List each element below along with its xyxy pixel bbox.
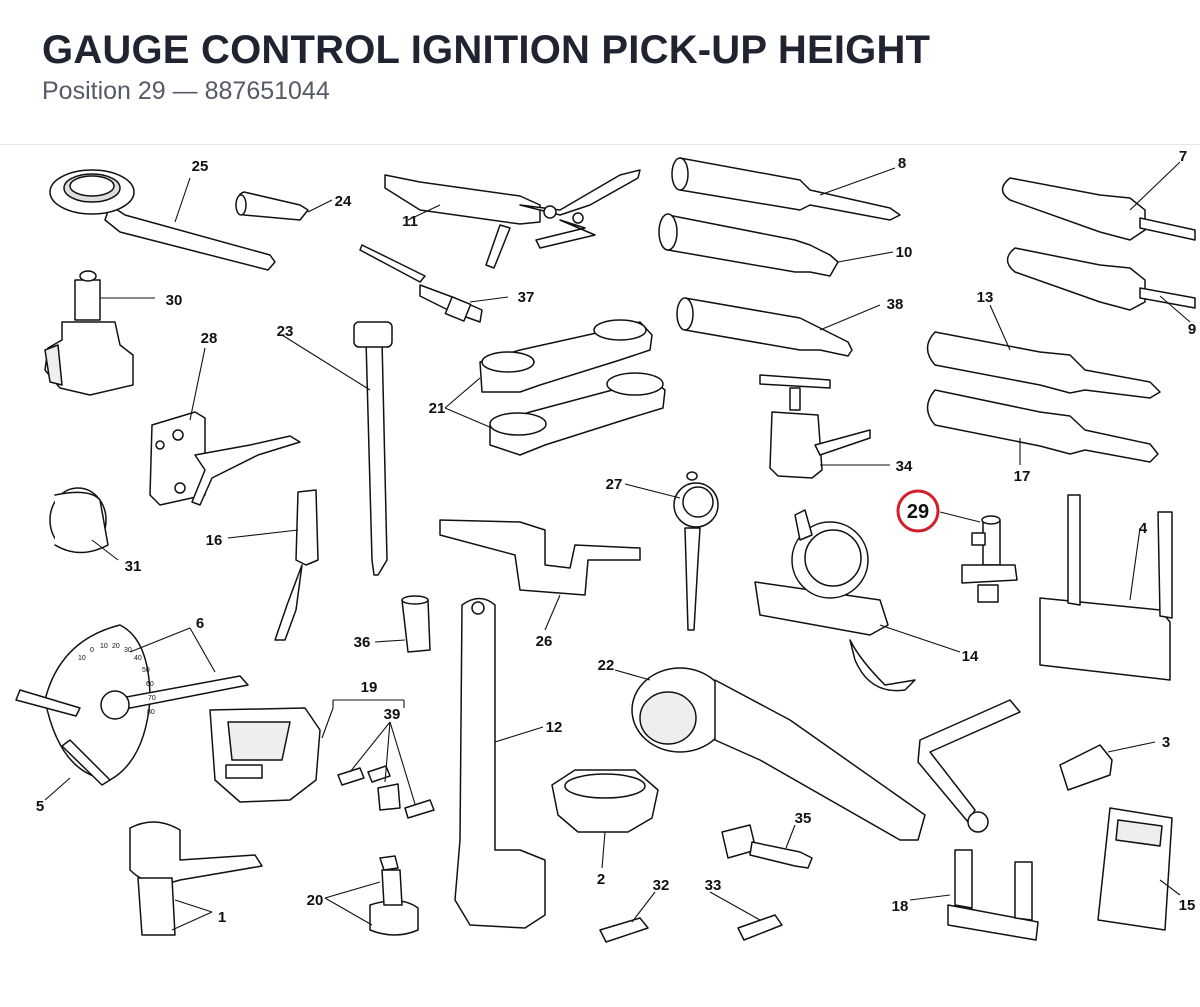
position-label: Position 29 bbox=[42, 77, 166, 105]
callout-22[interactable]: 22 bbox=[598, 657, 615, 674]
tool-3-crank[interactable] bbox=[917, 699, 1113, 833]
scale-mark: 60 bbox=[146, 681, 154, 688]
tool-19-gauge-housing[interactable] bbox=[209, 707, 321, 803]
callout-38[interactable]: 38 bbox=[887, 296, 904, 313]
tool-37-sensor[interactable] bbox=[359, 244, 483, 323]
tool-17-shaft[interactable] bbox=[926, 389, 1159, 463]
header: GAUGE CONTROL IGNITION PICK-UP HEIGHT Po… bbox=[0, 0, 1200, 145]
tool-26-bracket[interactable] bbox=[439, 519, 641, 596]
callout-10[interactable]: 10 bbox=[896, 244, 913, 261]
callout-8[interactable]: 8 bbox=[898, 155, 906, 172]
tool-39-small-parts[interactable] bbox=[337, 765, 435, 819]
tool-24-pin[interactable] bbox=[235, 191, 309, 221]
callout-16[interactable]: 16 bbox=[206, 532, 223, 549]
tool-8-cylinder[interactable] bbox=[671, 157, 901, 221]
tool-12-lever[interactable] bbox=[454, 597, 546, 929]
callout-2[interactable]: 2 bbox=[597, 871, 605, 888]
tool-9-shaft[interactable] bbox=[1006, 247, 1196, 311]
scale-mark: 50 bbox=[142, 667, 150, 674]
tool-1-socket-spanner[interactable] bbox=[129, 821, 263, 936]
tool-15-meter[interactable] bbox=[1097, 807, 1173, 931]
highlight-ring bbox=[896, 489, 940, 533]
callout-27[interactable]: 27 bbox=[606, 476, 623, 493]
tool-30-adaptor[interactable] bbox=[44, 270, 134, 396]
callout-30[interactable]: 30 bbox=[166, 292, 183, 309]
gauge-scale: 10 0 10 20 30 40 50 60 70 80 bbox=[78, 643, 156, 716]
callout-31[interactable]: 31 bbox=[125, 558, 142, 575]
subtitle-separator: — bbox=[172, 77, 198, 105]
tool-21-plates[interactable] bbox=[479, 319, 666, 456]
callout-36[interactable]: 36 bbox=[354, 634, 371, 651]
tool-2-cup-socket[interactable] bbox=[551, 769, 659, 833]
callout-15[interactable]: 15 bbox=[1179, 897, 1196, 914]
tool-6-angle-dial[interactable] bbox=[15, 624, 249, 786]
leader-lines bbox=[44, 161, 1191, 931]
callout-9[interactable]: 9 bbox=[1188, 321, 1196, 338]
callout-1[interactable]: 1 bbox=[218, 909, 226, 926]
scale-mark: 30 bbox=[124, 647, 132, 654]
callout-35[interactable]: 35 bbox=[795, 810, 812, 827]
callout-25[interactable]: 25 bbox=[192, 158, 209, 175]
page-subtitle: Position 29 — 887651044 bbox=[42, 77, 330, 106]
scale-mark: 10 bbox=[78, 655, 86, 662]
tool-36-socket[interactable] bbox=[401, 595, 431, 653]
scale-mark: 20 bbox=[112, 643, 120, 650]
callout-28[interactable]: 28 bbox=[201, 330, 218, 347]
tool-16-hook[interactable] bbox=[274, 489, 319, 641]
callout-14[interactable]: 14 bbox=[962, 648, 979, 665]
callout-6[interactable]: 6 bbox=[196, 615, 204, 632]
tool-35-pin-block[interactable] bbox=[721, 824, 813, 869]
scale-mark: 0 bbox=[90, 647, 94, 654]
tool-31-ring[interactable] bbox=[49, 487, 109, 554]
callout-17[interactable]: 17 bbox=[1014, 468, 1031, 485]
tool-7-shaft[interactable] bbox=[1001, 177, 1196, 241]
scale-mark: 80 bbox=[147, 709, 155, 716]
tool-25-ring-spanner[interactable] bbox=[49, 169, 276, 271]
callouts: 1 2 3 4 5 6 7 8 9 10 11 12 13 14 15 16 1… bbox=[36, 148, 1196, 926]
callout-7[interactable]: 7 bbox=[1179, 148, 1187, 165]
tool-11-t-handle[interactable] bbox=[384, 169, 641, 269]
callout-12[interactable]: 12 bbox=[546, 719, 563, 736]
callout-33[interactable]: 33 bbox=[705, 877, 722, 894]
tool-13-shaft[interactable] bbox=[926, 331, 1161, 399]
callout-4[interactable]: 4 bbox=[1139, 520, 1148, 537]
tool-22-box-wrench[interactable] bbox=[631, 667, 926, 841]
tool-18-fork-gauge[interactable] bbox=[947, 849, 1039, 941]
tool-32-threaded-pin[interactable] bbox=[599, 917, 649, 943]
tool-4-stand[interactable] bbox=[1039, 494, 1173, 681]
callout-20[interactable]: 20 bbox=[307, 892, 324, 909]
callout-18[interactable]: 18 bbox=[892, 898, 909, 915]
callout-3[interactable]: 3 bbox=[1162, 734, 1170, 751]
callout-5[interactable]: 5 bbox=[36, 798, 44, 815]
callout-13[interactable]: 13 bbox=[977, 289, 994, 306]
callout-34[interactable]: 34 bbox=[896, 458, 913, 475]
callout-37[interactable]: 37 bbox=[518, 289, 535, 306]
page-title: GAUGE CONTROL IGNITION PICK-UP HEIGHT bbox=[42, 28, 931, 72]
callout-24[interactable]: 24 bbox=[335, 193, 352, 210]
tool-33-threaded-pin[interactable] bbox=[737, 914, 783, 941]
scale-mark: 10 bbox=[100, 643, 108, 650]
callout-19[interactable]: 19 bbox=[361, 679, 378, 696]
callout-29[interactable]: 29 bbox=[907, 501, 929, 523]
tool-20-knob[interactable] bbox=[369, 855, 419, 936]
tool-10-cylinder[interactable] bbox=[658, 213, 839, 277]
callout-23[interactable]: 23 bbox=[277, 323, 294, 340]
tool-23-rod[interactable] bbox=[353, 321, 393, 576]
tool-28-flange[interactable] bbox=[149, 411, 301, 506]
callout-39[interactable]: 39 bbox=[384, 706, 401, 723]
callout-32[interactable]: 32 bbox=[653, 877, 670, 894]
callout-21[interactable]: 21 bbox=[429, 400, 446, 417]
tool-14-dial-indicator[interactable] bbox=[754, 509, 916, 692]
scale-mark: 40 bbox=[134, 655, 142, 662]
tool-27-dial-gauge[interactable] bbox=[673, 471, 719, 631]
part-number: 887651044 bbox=[204, 77, 330, 105]
callout-26[interactable]: 26 bbox=[536, 633, 553, 650]
callout-11[interactable]: 11 bbox=[402, 213, 418, 230]
scale-mark: 70 bbox=[148, 695, 156, 702]
tool-diagram: 10 0 10 20 30 40 50 60 70 80 1 2 3 4 5 6… bbox=[0, 145, 1200, 1002]
tool-29-gauge-control[interactable] bbox=[961, 515, 1018, 603]
tool-34-puller[interactable] bbox=[759, 374, 871, 479]
tool-38-cylinder[interactable] bbox=[676, 297, 853, 357]
